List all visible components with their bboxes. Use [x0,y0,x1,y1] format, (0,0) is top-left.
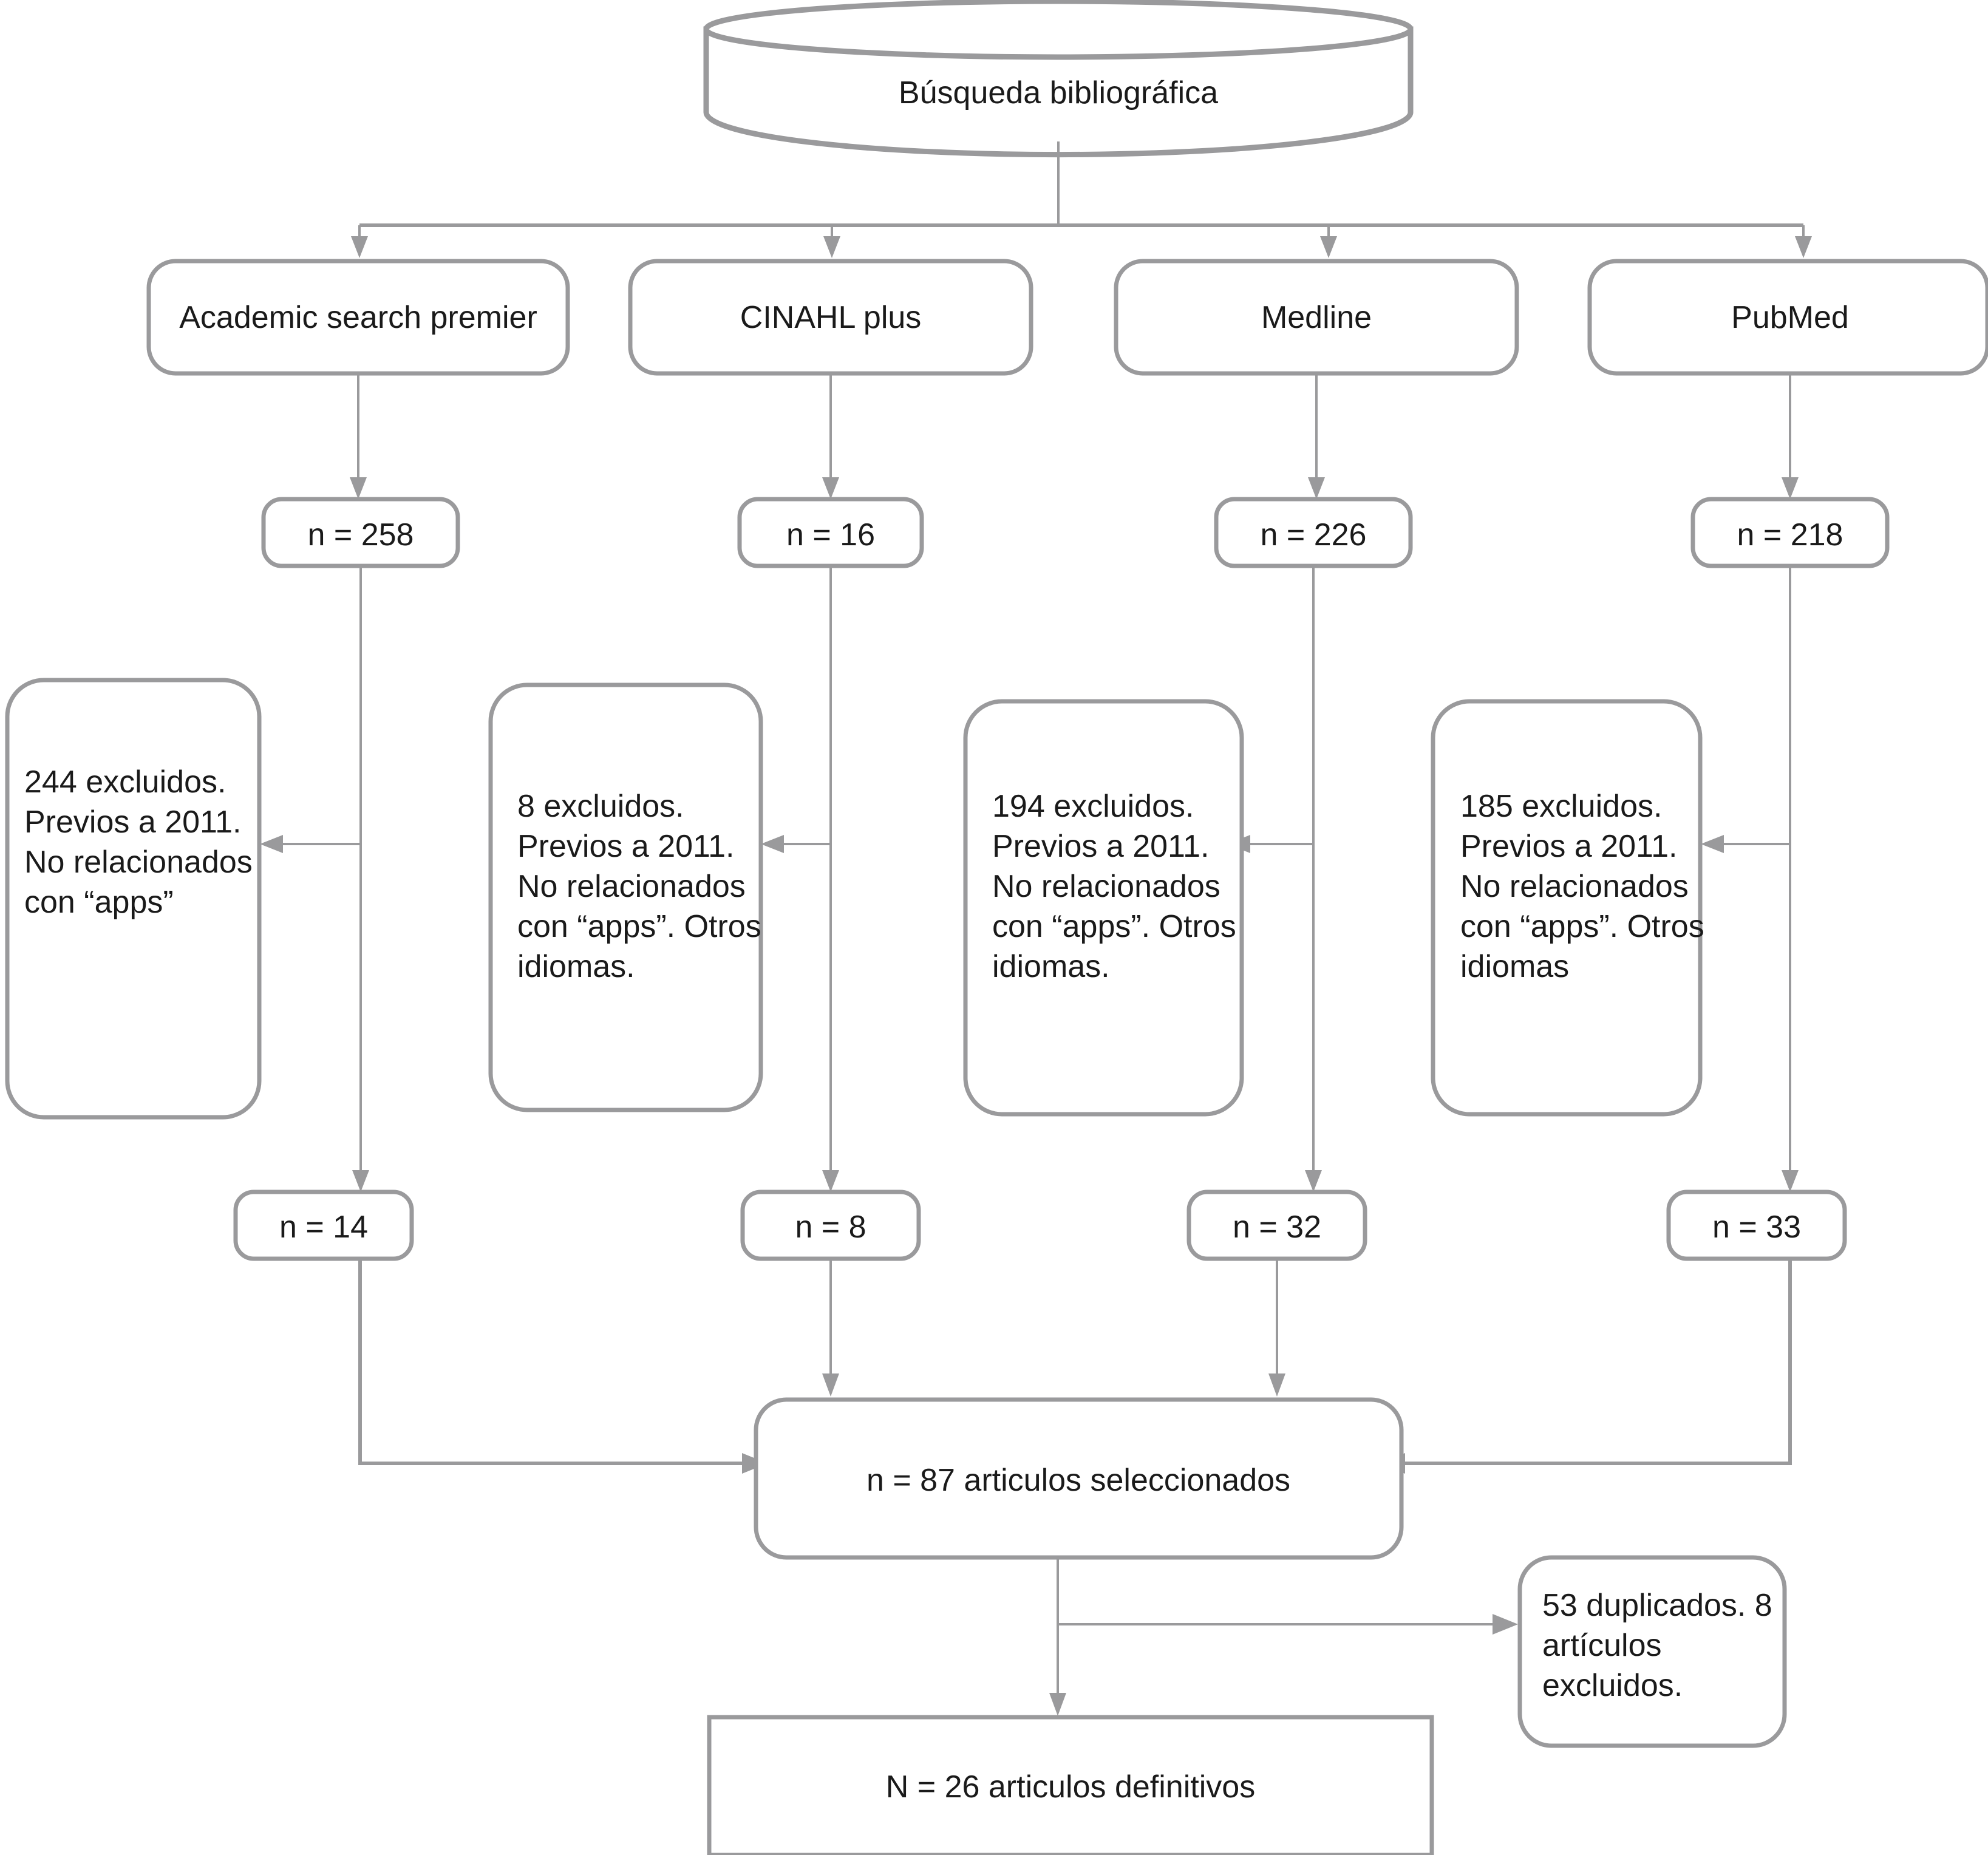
node-exclusion-2: 194 excluidos. Previos a 2011. No relaci… [963,699,1244,1117]
exclusion-1-line-4: idiomas. [517,949,635,984]
connector-selected-to-final [1049,1557,1066,1716]
connector-databases-to-counts [350,373,1799,499]
database-label-2: Medline [1261,300,1372,335]
node-exclusion-0: 244 excluidos. Previos a 2011. No relaci… [5,678,262,1120]
node-database-academic-search-premier: Academic search premier [146,259,570,376]
count-initial-label-2: n = 226 [1261,517,1367,553]
database-label-1: CINAHL plus [740,300,922,335]
exclusion-3-line-4: idiomas [1460,949,1569,984]
exclusion-2-line-0: 194 excluidos. [992,789,1194,824]
exclusion-3-line-2: No relacionados [1460,869,1689,904]
connector-selected-to-duplicates [1058,1614,1518,1635]
connector-bus-to-databases [351,225,1812,258]
exclusion-1-line-2: No relacionados [517,869,746,904]
node-busqueda-bibliografica: Búsqueda bibliográfica [703,0,1414,158]
connector-retained-0-to-selected [358,1259,768,1474]
duplicates-line-2: excluidos. [1542,1668,1683,1703]
count-initial-label-0: n = 258 [308,517,414,553]
connector-counts-trunks [352,566,1799,1192]
node-selected-articles: n = 87 articulos seleccionados [754,1397,1404,1560]
node-count-retained-0: n = 14 [233,1190,414,1261]
exclusion-2-line-3: con “apps”. Otros [992,909,1236,944]
exclusion-0-line-0: 244 excluidos. [24,764,226,800]
exclusion-3-line-1: Previos a 2011. [1460,829,1677,864]
connector-cylinder-to-bus [359,141,1803,227]
count-retained-label-2: n = 32 [1233,1210,1321,1245]
node-duplicates-excluded: 53 duplicados. 8 artículos excluidos. [1517,1555,1787,1748]
node-database-cinahl-plus: CINAHL plus [628,259,1033,376]
exclusion-2-line-2: No relacionados [992,869,1220,904]
node-busqueda-label: Búsqueda bibliográfica [899,75,1218,111]
exclusion-0-line-1: Previos a 2011. [24,805,241,840]
node-exclusion-3: 185 excluidos. Previos a 2011. No relaci… [1431,699,1704,1117]
connector-retained-2-to-selected [1268,1259,1285,1397]
node-count-retained-2: n = 32 [1186,1190,1367,1261]
exclusion-2-line-1: Previos a 2011. [992,829,1209,864]
count-initial-label-1: n = 16 [786,517,875,553]
duplicates-line-0: 53 duplicados. 8 [1542,1588,1772,1623]
count-retained-label-0: n = 14 [279,1210,368,1245]
exclusion-1-line-0: 8 excluidos. [517,789,684,824]
exclusion-3-line-3: con “apps”. Otros [1460,909,1704,944]
node-count-initial-0: n = 258 [261,497,460,568]
exclusion-3-line-0: 185 excluidos. [1460,789,1662,824]
database-label-0: Academic search premier [179,300,537,335]
node-final-articles: N = 26 articulos definitivos [707,1715,1434,1855]
node-exclusion-1: 8 excluidos. Previos a 2011. No relacion… [488,682,763,1112]
connector-retained-1-to-selected [822,1259,839,1397]
count-retained-label-1: n = 8 [795,1210,866,1245]
node-database-pubmed: PubMed [1587,259,1988,376]
duplicates-line-1: artículos [1542,1628,1662,1663]
database-label-3: PubMed [1731,300,1849,335]
exclusion-0-line-2: No relacionados [24,845,253,880]
node-count-retained-3: n = 33 [1666,1190,1847,1261]
node-count-initial-1: n = 16 [737,497,924,568]
node-count-initial-3: n = 218 [1690,497,1890,568]
exclusion-1-line-1: Previos a 2011. [517,829,734,864]
count-initial-label-3: n = 218 [1737,517,1843,553]
exclusion-0-line-3: con “apps” [24,885,174,920]
node-database-medline: Medline [1114,259,1519,376]
node-count-initial-2: n = 226 [1214,497,1413,568]
exclusion-1-line-3: con “apps”. Otros [517,909,761,944]
connector-retained-3-to-selected [1380,1259,1792,1474]
node-count-retained-1: n = 8 [740,1190,921,1261]
count-retained-label-3: n = 33 [1712,1210,1801,1245]
exclusion-2-line-4: idiomas. [992,949,1110,984]
selected-articles-label: n = 87 articulos seleccionados [866,1463,1290,1498]
final-articles-label: N = 26 articulos definitivos [886,1769,1255,1805]
